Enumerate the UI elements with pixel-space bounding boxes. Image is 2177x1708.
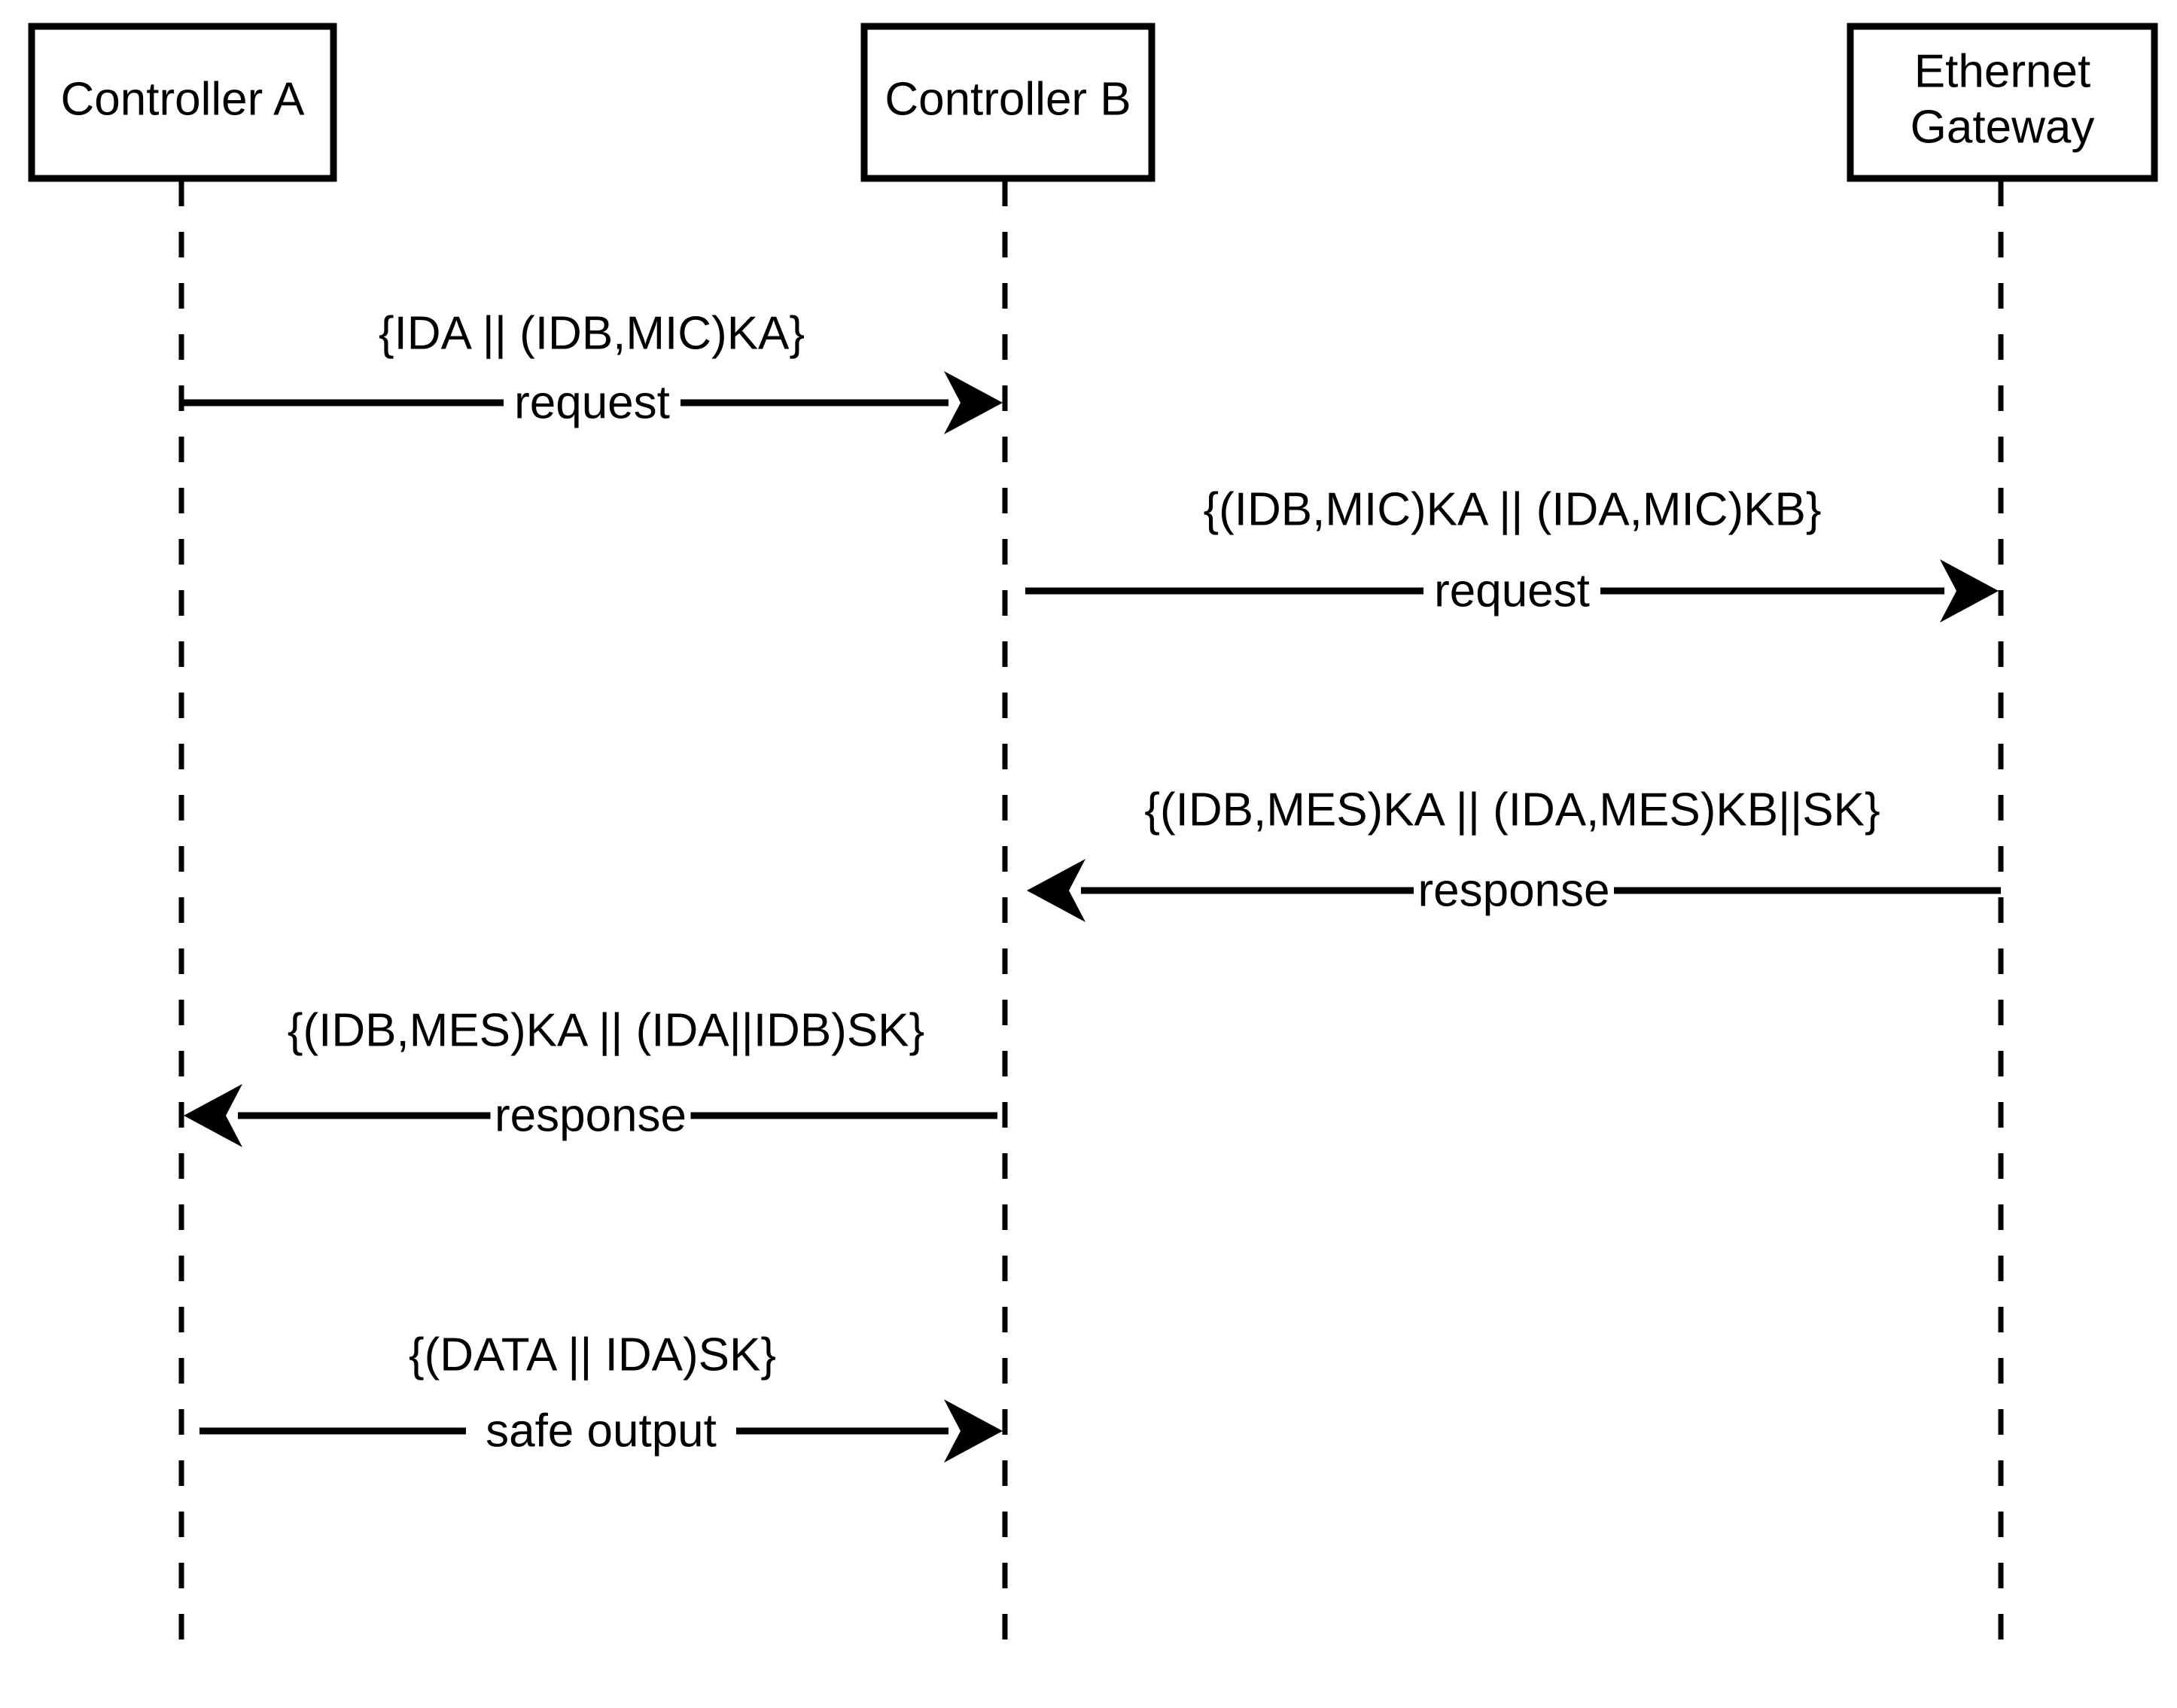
actor-label-controller-a: Controller A <box>61 73 306 125</box>
message-4-response[interactable]: response {(IDB,MES)KA || (IDA||IDB)SK} <box>184 1004 997 1149</box>
message-arrowhead-4 <box>184 1084 242 1147</box>
actor-box-controller-b[interactable]: Controller B <box>860 23 1155 182</box>
message-payload-label-2: {(IDB,MIC)KA || (IDA,MIC)KB} <box>1203 483 1821 535</box>
message-action-label-3: response <box>1417 864 1609 916</box>
message-action-backdrop-4 <box>490 1082 691 1149</box>
message-2-request[interactable]: request {(IDB,MIC)KA || (IDA,MIC)KB} <box>1025 483 1999 624</box>
actor-box-rect-ethernet-gateway <box>1847 23 2158 182</box>
message-payload-label-1: {IDA || (IDB,MIC)KA} <box>379 307 805 359</box>
lifelines-layer <box>178 181 2004 1641</box>
message-3-response[interactable]: response {(IDB,MES)KA || (IDA,MES)KB||SK} <box>1027 784 2001 924</box>
message-1-request[interactable]: request {IDA || (IDB,MIC)KA} <box>181 307 1003 436</box>
actor-box-rect-controller-b <box>860 23 1155 182</box>
message-action-backdrop-3 <box>1414 857 1614 924</box>
message-action-label-1: request <box>514 376 670 428</box>
message-action-label-2: request <box>1434 565 1590 617</box>
message-5-safe-output[interactable]: safe output {(DATA || IDA)SK} <box>199 1329 1003 1464</box>
actor-label-ethernet-gateway: Ethernet <box>1914 45 2090 97</box>
actor-label-ethernet-gateway: Gateway <box>1911 101 2095 153</box>
actor-box-controller-a[interactable]: Controller A <box>28 23 337 182</box>
message-payload-label-3: {(IDB,MES)KA || (IDA,MES)KB||SK} <box>1144 784 1880 836</box>
message-action-backdrop-5 <box>466 1398 736 1464</box>
message-arrowhead-2 <box>1940 559 1999 623</box>
message-payload-label-4: {(IDB,MES)KA || (IDA||IDB)SK} <box>288 1004 925 1056</box>
message-action-label-5: safe output <box>486 1405 717 1457</box>
message-arrowhead-1 <box>944 371 1003 434</box>
message-action-backdrop-1 <box>504 370 681 436</box>
messages-layer: request {IDA || (IDB,MIC)KA} request {(IDB,… <box>181 307 2001 1464</box>
message-arrowhead-5 <box>944 1399 1003 1463</box>
message-action-backdrop-2 <box>1423 558 1600 624</box>
message-arrowhead-3 <box>1027 859 1085 922</box>
actor-box-rect-controller-a <box>28 23 337 182</box>
actor-label-controller-b: Controller B <box>885 73 1131 125</box>
message-payload-label-5: {(DATA || IDA)SK} <box>409 1329 776 1381</box>
message-action-label-4: response <box>495 1089 687 1141</box>
